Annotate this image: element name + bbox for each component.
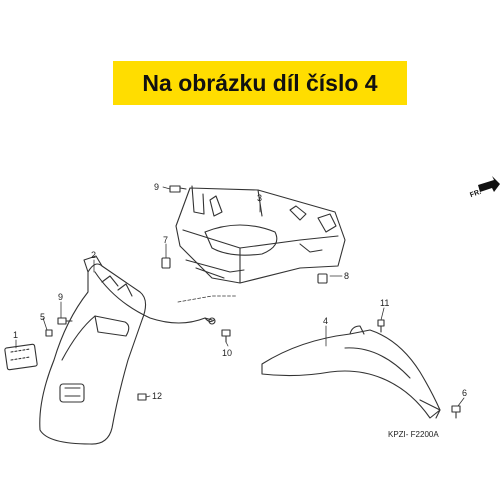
screw-10 — [221, 329, 231, 343]
callout-11: 11 — [380, 298, 389, 308]
screw-11 — [377, 319, 385, 333]
front-direction-arrow: FR. — [469, 176, 500, 199]
highlight-banner: Na obrázku díl číslo 4 — [113, 61, 407, 105]
screw-6 — [451, 405, 461, 419]
screw-9-top — [169, 185, 187, 193]
callout-3: 3 — [257, 193, 262, 203]
callout-8: 8 — [344, 271, 349, 281]
callout-12: 12 — [152, 391, 162, 401]
banner-text: Na obrázku díl číslo 4 — [142, 69, 378, 96]
part-4-rear-fender — [261, 325, 441, 419]
callout-10: 10 — [222, 348, 232, 358]
wire-harness — [94, 271, 216, 325]
diagram-code: KPZI- F2200A — [388, 430, 439, 439]
callout-6: 6 — [462, 388, 467, 398]
part-2-rear-fender — [39, 255, 147, 445]
part-8-clip — [317, 273, 328, 284]
leader-lines — [15, 186, 465, 407]
front-direction-label: FR. — [469, 189, 482, 199]
callout-5: 5 — [40, 312, 45, 322]
screw-12 — [137, 393, 147, 401]
callout-1: 1 — [13, 330, 18, 340]
screw-9-left — [57, 317, 73, 325]
callout-7: 7 — [163, 235, 168, 245]
part-1-reflector — [4, 343, 38, 371]
screw-5 — [45, 329, 53, 337]
callout-4: 4 — [323, 316, 328, 326]
callout-9-top: 9 — [154, 182, 159, 192]
callout-9-left: 9 — [58, 292, 63, 302]
callout-2: 2 — [91, 250, 96, 260]
part-7-clip — [161, 257, 171, 269]
